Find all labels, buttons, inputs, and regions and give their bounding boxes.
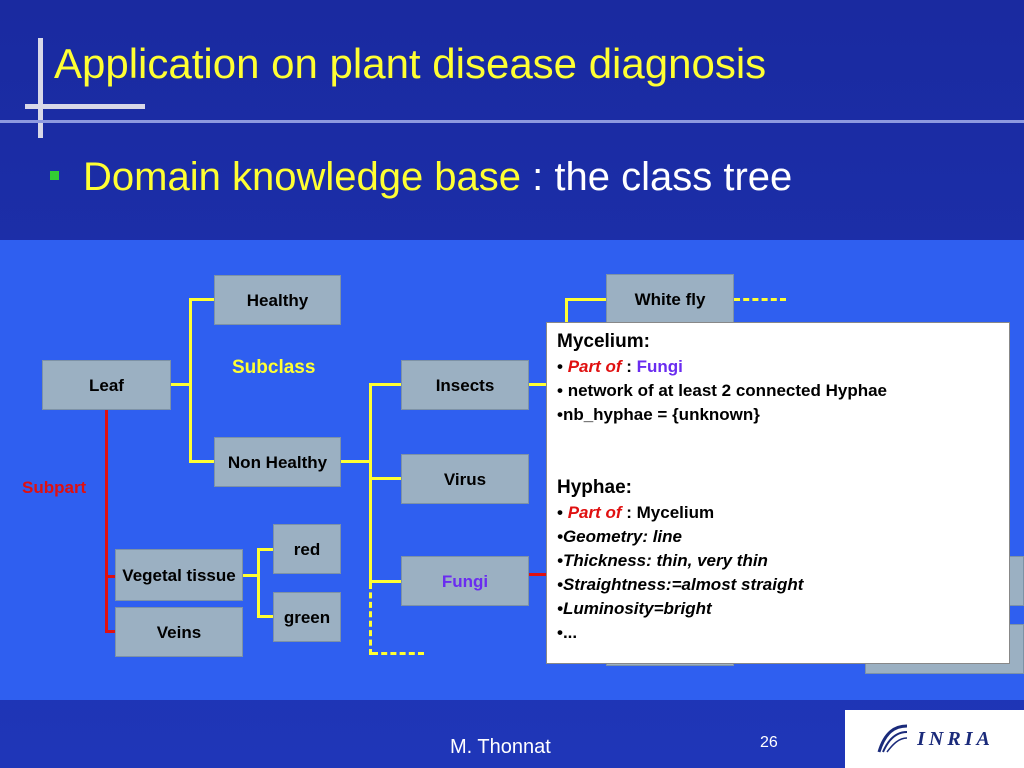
connector — [565, 298, 607, 301]
connector — [565, 298, 568, 324]
dashed-connector — [369, 583, 372, 655]
title-decoration-horizontal — [25, 104, 145, 109]
inria-logo: INRIA — [845, 710, 1024, 768]
hyphae-geometry: •Geometry: line — [557, 527, 682, 546]
part-of-sep: : — [621, 357, 637, 376]
hyphae-part-of: • Part of : Mycelium — [557, 503, 715, 522]
mycelium-hyphae-infobox: Mycelium: • Part of : Fungi • network of… — [546, 322, 1010, 664]
bullet-domain-knowledge: Domain knowledge base : the class tree — [50, 155, 792, 200]
hyphae-luminosity-text: Luminosity=bright — [562, 599, 712, 618]
connector — [369, 477, 402, 480]
subpart-connector — [528, 573, 548, 576]
subpart-label: Subpart — [22, 478, 87, 497]
hyphae-more: •... — [557, 623, 578, 642]
node-white-fly[interactable]: White fly — [606, 274, 734, 324]
mycelium-line3: •nb_hyphae = {unknown} — [557, 405, 760, 424]
connector — [340, 460, 372, 463]
node-veins[interactable]: Veins — [115, 607, 243, 657]
connector — [257, 548, 260, 618]
node-green[interactable]: green — [273, 592, 341, 642]
hyphae-geometry-text: Geometry: line — [562, 527, 682, 546]
node-virus[interactable]: Virus — [401, 454, 529, 504]
hyphae-thickness: •Thickness: thin, very thin — [557, 551, 768, 570]
hyphae-title: Hyphae: — [557, 477, 632, 498]
dashed-connector — [372, 652, 424, 655]
bullet-square-icon — [50, 170, 59, 180]
footer-author: M. Thonnat — [450, 736, 551, 758]
dashed-connector — [734, 298, 786, 301]
node-insects[interactable]: Insects — [401, 360, 529, 410]
hyphae-more-text: ... — [562, 623, 578, 642]
connector — [257, 548, 274, 551]
hyphae-straightness-text: Straightness:=almost straight — [562, 575, 804, 594]
subpart-connector — [105, 630, 117, 633]
mycelium-title: Mycelium: — [557, 331, 650, 352]
hyphae-luminosity: •Luminosity=bright — [557, 599, 712, 618]
bullet-rest: : the class tree — [521, 155, 793, 199]
inria-logo-text: INRIA — [917, 727, 994, 750]
connector — [189, 298, 192, 463]
subclass-label: Subclass — [232, 357, 316, 378]
node-non-healthy[interactable]: Non Healthy — [214, 437, 341, 487]
hyphae-part-of-value: : Mycelium — [621, 503, 715, 522]
node-fungi[interactable]: Fungi — [401, 556, 529, 606]
hyphae-thickness-text: Thickness: thin, very thin — [562, 551, 768, 570]
node-vegetal-tissue[interactable]: Vegetal tissue — [115, 549, 243, 601]
connector — [369, 383, 402, 386]
title-underline — [0, 120, 1024, 123]
connector — [242, 574, 260, 577]
title-decoration-vertical — [38, 38, 43, 138]
mycelium-network-text: network of at least 2 connected Hyphae — [567, 381, 887, 400]
subpart-connector — [105, 575, 117, 578]
part-of-value: Fungi — [636, 357, 683, 376]
page-number: 26 — [760, 734, 778, 751]
connector — [257, 615, 274, 618]
connector — [528, 383, 548, 386]
mycelium-part-of: • Part of : Fungi — [557, 357, 683, 376]
bullet-highlight: Domain knowledge base — [83, 155, 522, 199]
node-healthy[interactable]: Healthy — [214, 275, 341, 325]
node-red[interactable]: red — [273, 524, 341, 574]
connector — [170, 383, 192, 386]
part-of-label: Part of — [567, 357, 622, 376]
connector — [189, 298, 215, 301]
mycelium-line2: • network of at least 2 connected Hyphae — [557, 381, 887, 400]
mycelium-nb-hyphae-text: nb_hyphae = {unknown} — [562, 405, 760, 424]
inria-logo-icon — [877, 724, 908, 753]
slide-title: Application on plant disease diagnosis — [54, 40, 767, 87]
hyphae-straightness: •Straightness:=almost straight — [557, 575, 804, 594]
connector — [189, 460, 215, 463]
hyphae-part-of-label: Part of — [567, 503, 622, 522]
connector — [369, 580, 402, 583]
connector — [369, 383, 372, 583]
node-leaf[interactable]: Leaf — [42, 360, 171, 410]
subpart-connector — [105, 410, 108, 633]
